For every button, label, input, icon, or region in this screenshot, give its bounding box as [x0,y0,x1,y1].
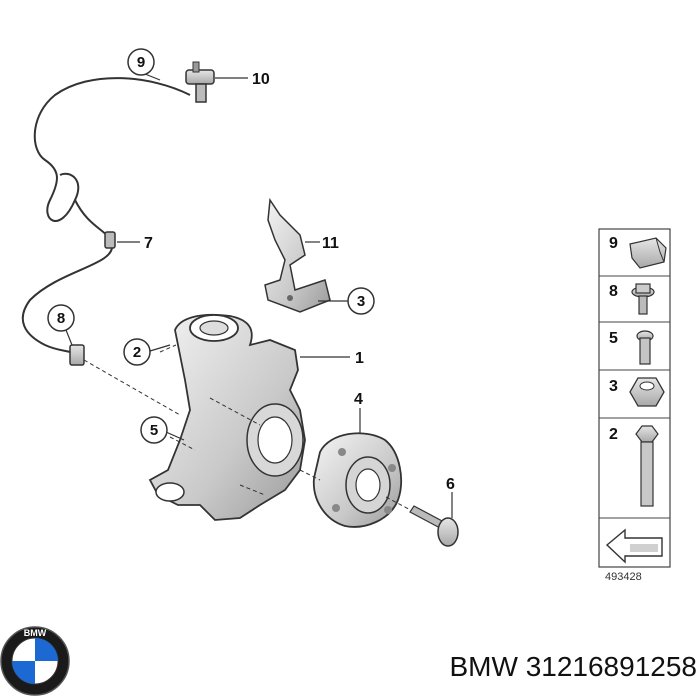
parts-legend: 9 8 5 3 2 [598,228,671,568]
long-bolt-icon [635,425,659,507]
legend-number-5: 5 [609,330,618,347]
svg-text:8: 8 [57,310,65,327]
sensor-plug [69,344,181,416]
legend-number-2: 2 [609,426,618,443]
legend-number-9: 9 [609,235,618,252]
callout-10: 10 [252,71,270,88]
sensor-clip-icon [629,237,667,269]
steering-knuckle [148,313,306,521]
callout-5: 5 [140,416,168,444]
collar-bolt [385,496,459,547]
svg-text:5: 5 [150,422,158,439]
assembly-lines [159,344,321,496]
brand-part-number: BMW 31216891258 [449,651,697,682]
hex-nut-icon [629,377,665,407]
sensor-bracket [264,197,331,313]
callout-11: 11 [322,235,339,252]
direction-arrow-icon [605,528,663,564]
bmw-logo: BMW [0,626,70,696]
svg-text:2: 2 [133,344,141,361]
callout-9: 9 [127,48,155,76]
callout-7: 7 [144,235,153,252]
legend-number-8: 8 [609,283,618,300]
svg-text:9: 9 [137,54,145,71]
callout-6: 6 [446,476,455,493]
callout-3: 3 [347,287,375,315]
wheel-hub [312,432,402,528]
wheel-speed-sensor [185,61,215,103]
sensor-cable [21,77,191,356]
callout-8: 8 [47,304,75,332]
flange-bolt-icon [631,283,655,315]
callout-2: 2 [123,338,151,366]
hex-bolt-icon [636,330,654,365]
legend-number-3: 3 [609,378,618,395]
callout-1: 1 [355,350,364,367]
svg-text:3: 3 [357,293,365,310]
callout-4: 4 [354,391,363,408]
svg-text:BMW: BMW [24,628,47,638]
diagram-ref-number: 493428 [605,571,642,583]
cable-clip [104,231,116,249]
